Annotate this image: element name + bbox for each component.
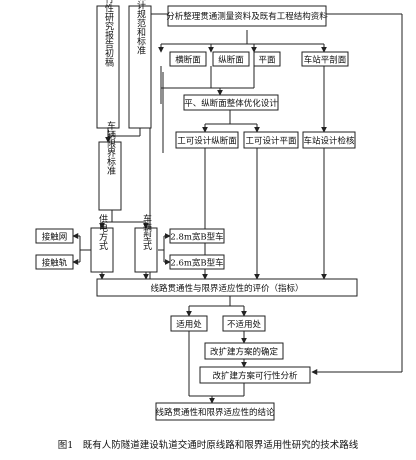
evaluation-box (96, 278, 358, 297)
design-long-box (175, 131, 239, 149)
standards-label: 有关设计规范和标准 (135, 0, 146, 55)
catenary-box (35, 228, 74, 244)
feasibility-analysis-label: 改扩建方案可行性分析 (212, 371, 298, 382)
design-plan-box (243, 131, 299, 149)
applicable-label: 适用处 (176, 319, 202, 330)
plan-box (253, 51, 281, 67)
station-check-label: 车站设计检核 (303, 136, 355, 147)
design-long-label: 工可设计纵断面 (177, 136, 237, 147)
optimize-label: 平、纵断面整体优化设计 (184, 98, 278, 109)
vehicle-box (134, 227, 158, 273)
catenary-label: 接触网 (42, 232, 68, 243)
power-label: 供电方式 (97, 213, 108, 250)
conclusion-box (155, 402, 275, 421)
feasibility-analysis-box (199, 366, 311, 384)
feasibility-box (96, 5, 120, 129)
analysis-box (167, 5, 327, 27)
determine-label: 改扩建方案的确定 (210, 347, 279, 358)
optimize-box (183, 94, 279, 111)
transverse-label: 横断面 (175, 55, 201, 66)
evaluation-label: 线路贯通性与限界适应性的评价（指标） (150, 283, 303, 294)
vehicle-label: 车辆型式 (141, 213, 152, 250)
power-box (90, 227, 114, 273)
analysis-label: 分析整理贯通测量资料及既有工程结构资料 (166, 11, 328, 22)
not-applicable-label: 不适用处 (227, 319, 262, 330)
standards-box (128, 5, 152, 129)
rail-box (35, 254, 74, 270)
gauge-label: 车辆限界标准 (105, 120, 116, 176)
not-applicable-box (222, 315, 266, 332)
car-26-label: 2.6m宽B型车 (170, 258, 223, 269)
car-26-box (169, 254, 225, 270)
applicable-box (170, 315, 208, 332)
figure-caption: 图1 既有人防隧道建设轨道交通时原线路和限界适用性研究的技术路线 (58, 439, 359, 451)
gauge-box (98, 141, 122, 211)
conclusion-label: 线路贯通性和限界适应性的结论 (155, 407, 275, 418)
determine-box (204, 342, 284, 360)
design-plan-label: 工可设计平面 (245, 136, 297, 147)
rail-label: 接触轨 (42, 258, 68, 269)
station-plan-box (301, 51, 349, 67)
station-check-box (302, 131, 356, 149)
car-28-box (169, 228, 225, 244)
feasibility-label: 工程可行性研究报告初稿 (103, 0, 114, 67)
longitudinal-box (212, 51, 250, 67)
station-plan-label: 车站平剖面 (304, 55, 347, 66)
plan-label: 平面 (258, 56, 276, 66)
car-28-label: 2.8m宽B型车 (170, 232, 223, 243)
transverse-box (169, 51, 207, 67)
longitudinal-label: 纵断面 (218, 55, 244, 66)
